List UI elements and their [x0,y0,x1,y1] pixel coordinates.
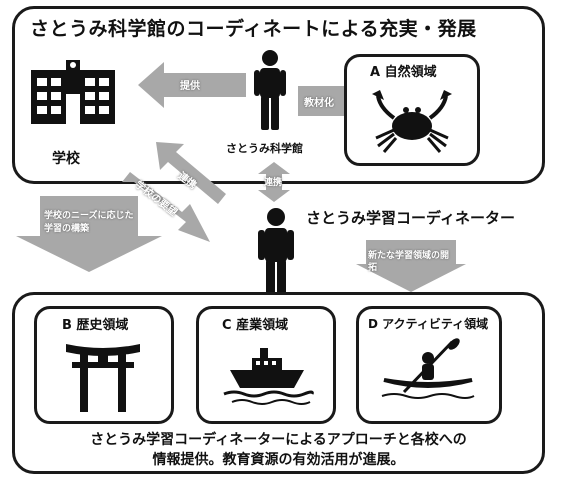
top-title: さとうみ科学館のコーディネートによる充実・発展 [30,18,477,40]
coordinator-person-icon [258,208,294,298]
torii-icon [66,344,140,412]
museum-label: さとうみ科学館 [226,142,303,155]
arrow-label-provide: 提供 [180,81,200,92]
arrow-museum-to-school [138,62,246,108]
arrow-label-left-down: 学校のニーズに応じた学習の構築 [44,211,134,234]
caption-line-1: さとうみ学習コーディネーターによるアプローチと各校への [90,432,467,448]
arrow-label-right-down: 新たな学習領域の開拓 [368,251,450,273]
domain-a-box [344,54,480,166]
arrow-left-down [16,196,162,272]
domain-a-label: A 自然領域 [370,65,437,80]
school-label: 学校 [52,151,80,167]
domain-d-box [356,306,502,424]
domain-d-label: D アクティビティ領域 [368,317,489,331]
domain-c-label: C 産業領域 [222,318,289,333]
arrow-diagonal-upper [156,142,226,204]
coordinator-label: さとうみ学習コーディネーター [306,209,515,227]
kayak-icon [381,338,475,399]
arrow-vertical-double [258,162,290,202]
arrow-right-down [356,240,466,292]
arrow-diagonal-lower [122,172,210,242]
domain-b-label: B 歴史領域 [62,318,129,333]
arrow-label-materials: 教材化 [304,98,334,109]
arrow-label-vertical: 連携 [264,178,283,188]
caption-line-2: 情報提供。教育資源の有効活用が進展。 [152,452,405,468]
school-icon [31,60,115,124]
ship-icon [223,348,314,405]
museum-person-icon [254,50,286,130]
crab-icon [372,90,452,153]
